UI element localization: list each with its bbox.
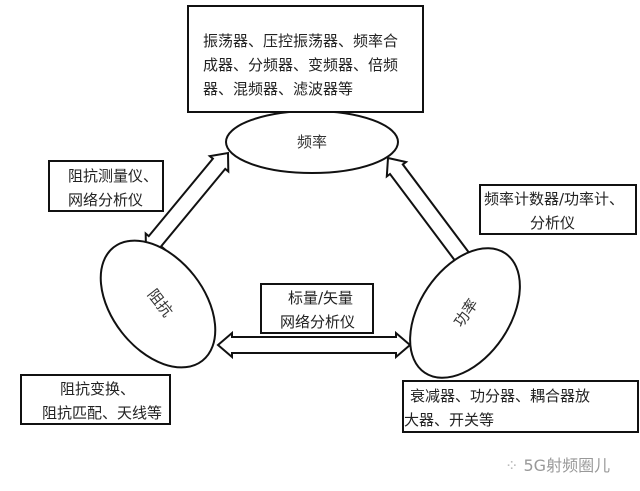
text-line: 网络分析仪 bbox=[280, 313, 356, 331]
arrow-frequency-power bbox=[385, 156, 475, 272]
text-line: 标量/矢量 bbox=[288, 289, 354, 307]
watermark-text: 5G射频圈儿 bbox=[523, 456, 611, 475]
power-devices-box: 衰减器、功分器、耦合器放 大器、开关等 bbox=[402, 380, 639, 433]
impedance-devices-box: 阻抗变换、 阻抗匹配、天线等 bbox=[20, 374, 171, 425]
power-ellipse bbox=[409, 247, 521, 379]
text-line: 阻抗匹配、天线等 bbox=[42, 404, 163, 422]
impedance-frequency-instruments-box: 阻抗测量仪、 网络分析仪 bbox=[48, 160, 164, 212]
text-line: 成器、分频器、变频器、倍频 bbox=[203, 56, 399, 74]
frequency-power-instruments-box: 频率计数器/功率计、 分析仪 bbox=[479, 184, 637, 235]
text-line: 频率计数器/功率计、 bbox=[484, 190, 625, 208]
impedance-ellipse bbox=[99, 239, 217, 369]
text-line: 衰减器、功分器、耦合器放 bbox=[410, 387, 591, 405]
frequency-label: 频率 bbox=[297, 133, 327, 151]
impedance-power-instruments-box: 标量/矢量 网络分析仪 bbox=[260, 283, 374, 334]
arrow-impedance-power bbox=[216, 330, 412, 360]
text-line: 网络分析仪 bbox=[68, 191, 144, 209]
wechat-icon: ⁘ bbox=[505, 456, 524, 475]
text-line: 分析仪 bbox=[530, 214, 576, 232]
text-line: 阻抗变换、 bbox=[60, 380, 136, 398]
text-line: 振荡器、压控振荡器、频率合 bbox=[203, 32, 399, 50]
watermark: ⁘ 5G射频圈儿 bbox=[505, 452, 610, 476]
text-line: 器、混频器、滤波器等 bbox=[203, 80, 354, 98]
text-line: 大器、开关等 bbox=[404, 411, 495, 429]
text-line: 阻抗测量仪、 bbox=[68, 167, 159, 185]
frequency-devices-box: 振荡器、压控振荡器、频率合 成器、分频器、变频器、倍频 器、混频器、滤波器等 bbox=[187, 5, 424, 113]
